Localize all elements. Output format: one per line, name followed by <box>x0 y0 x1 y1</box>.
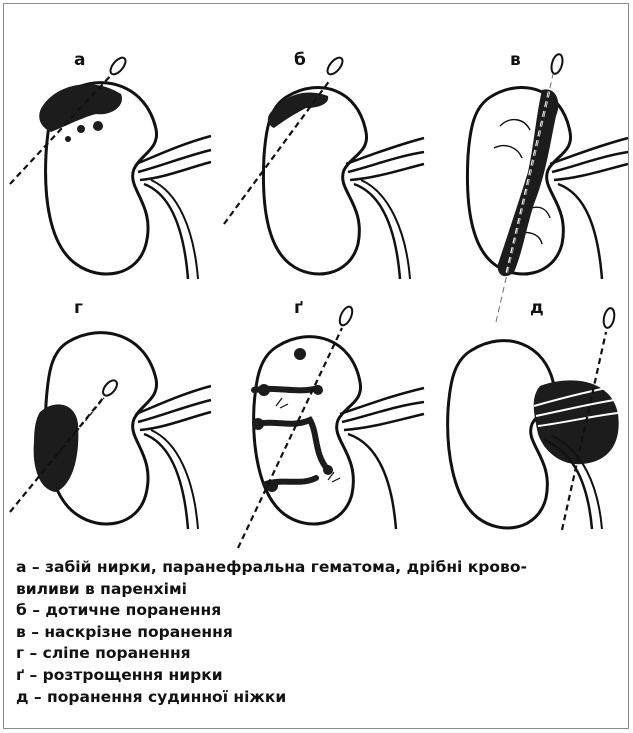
kidney-crush-illustration <box>218 294 428 554</box>
ureter <box>354 184 400 279</box>
rupture-hematoma <box>258 384 270 396</box>
ureter <box>144 184 188 279</box>
ureter <box>151 430 198 529</box>
parenchymal-hemorrhage <box>65 136 71 142</box>
panel-v-through-wound: в <box>422 44 632 304</box>
panel-g-kidney-crush: ґ <box>218 294 428 554</box>
legend-line: б – дотичне поранення <box>16 600 616 622</box>
ureter <box>361 180 410 279</box>
kidney-contusion-illustration <box>6 44 216 304</box>
kidney-vascular-pedicle-illustration <box>422 294 632 554</box>
legend-line: д – поранення судинної ніжки <box>16 687 616 709</box>
pedicle-hematoma <box>534 380 619 464</box>
bullet-icon <box>337 305 355 327</box>
kidney-blind-wound-illustration <box>6 294 216 554</box>
legend-line: а – забій нирки, паранефральна гематома,… <box>16 557 616 579</box>
kidney-tangential-illustration <box>218 44 428 304</box>
parenchymal-hemorrhage <box>77 125 85 133</box>
ureter <box>144 434 188 529</box>
figure-legend: а – забій нирки, паранефральна гематома,… <box>16 557 616 708</box>
parenchymal-hemorrhage <box>93 121 103 131</box>
bullet-icon <box>108 55 129 77</box>
panel-g-blind-wound: г <box>6 294 216 554</box>
figure-frame: а б в <box>3 3 629 729</box>
legend-line: г – сліпе поранення <box>16 643 616 665</box>
rupture-hematoma <box>313 385 323 395</box>
panel-b-tangential-wound: б <box>218 44 428 304</box>
ureter <box>348 434 396 529</box>
kidney-through-wound-illustration <box>422 44 632 304</box>
panel-a-contusion: а <box>6 44 216 304</box>
rupture-hematoma <box>323 465 333 475</box>
ureter <box>151 180 198 279</box>
rupture-hematoma <box>294 348 306 360</box>
bullet-icon <box>550 53 565 75</box>
legend-line: в – наскрізне поранення <box>16 622 616 644</box>
rupture-hematoma <box>252 418 264 430</box>
panel-d-vascular-pedicle-wound: д <box>422 294 632 554</box>
rupture-hematoma <box>266 480 278 492</box>
legend-line: ґ – розтрощення нирки <box>16 665 616 687</box>
legend-line: виливи в паренхімі <box>16 579 616 601</box>
bullet-icon <box>602 307 616 329</box>
bullet-icon <box>325 55 346 77</box>
